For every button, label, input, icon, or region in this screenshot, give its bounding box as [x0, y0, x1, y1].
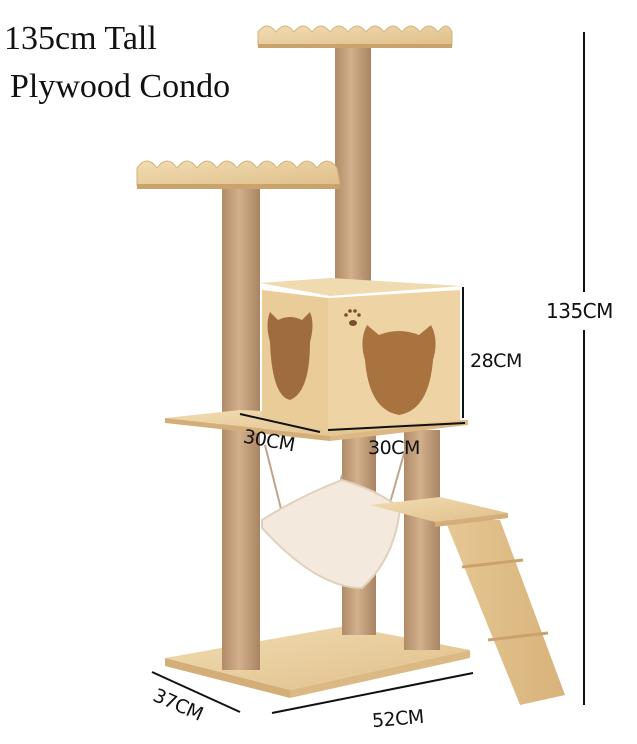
post-right	[404, 430, 440, 650]
label-condo-height: 28CM	[470, 350, 522, 372]
top-perch	[257, 25, 453, 48]
title-line-2: Plywood Condo	[10, 68, 231, 105]
dimension-lines	[151, 32, 585, 714]
post-top	[335, 40, 371, 285]
paw-print-icon	[344, 309, 361, 326]
step-platform	[370, 497, 508, 527]
title-line-1: 135cm Tall	[4, 20, 157, 57]
label-base-width: 52CM	[371, 705, 425, 733]
base-board	[165, 626, 470, 698]
label-total-height: 135CM	[546, 299, 613, 323]
hammock	[261, 444, 406, 590]
cat-face-cutout-left	[267, 312, 313, 400]
ramp-ladder	[445, 520, 565, 705]
cat-face-cutout-right	[362, 325, 436, 415]
side-perch	[136, 160, 341, 189]
label-condo-width: 30CM	[368, 437, 420, 459]
condo-box	[260, 278, 462, 430]
